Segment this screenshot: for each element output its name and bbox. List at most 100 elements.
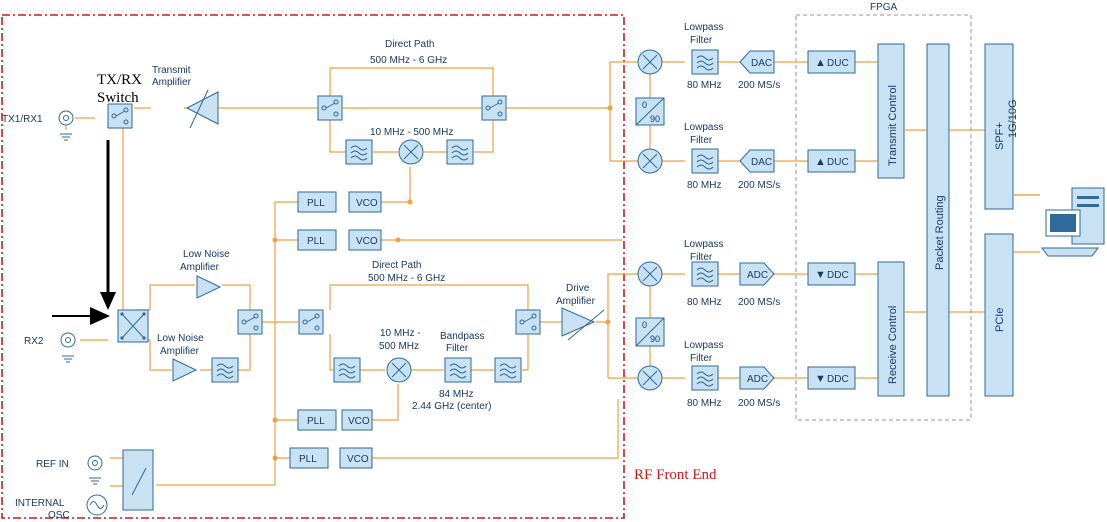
rx-i-mixer (637, 261, 663, 287)
vco-4-label: VCO (347, 454, 369, 465)
bandpass-label-1: Bandpass (440, 331, 484, 342)
pll-vco-group: PLL VCO PLL VCO PLL VCO PLL VCO (289, 191, 382, 469)
lna-bottom-label-2: Amplifier (160, 346, 200, 357)
svg-text:80 MHz: 80 MHz (687, 297, 721, 308)
rx-low-band-label-2: 500 MHz (379, 341, 419, 352)
rx-lowband-mixer (386, 357, 412, 383)
bandpass-bandwidth: 84 MHz (439, 389, 473, 400)
clock-select-switch (122, 449, 154, 511)
pll-3-label: PLL (307, 416, 325, 427)
tx-direct-path-range: 500 MHz - 6 GHz (370, 55, 447, 66)
svg-text:Filter: Filter (690, 252, 713, 263)
svg-text:DDC: DDC (827, 374, 849, 385)
transmit-amplifier-icon (185, 91, 219, 125)
svg-text:DUC: DUC (827, 58, 849, 69)
svg-text:0: 0 (642, 320, 647, 330)
rx-lna-filter (211, 357, 239, 383)
ref-in-port-icon (87, 455, 103, 485)
svg-text:80 MHz: 80 MHz (687, 80, 721, 91)
svg-text:DAC: DAC (751, 58, 772, 69)
svg-text:90: 90 (650, 334, 660, 344)
rf-front-end-frame (1, 14, 625, 519)
receive-control-label: Receive Control (887, 306, 899, 384)
lna-bottom-label-1: Low Noise (157, 333, 204, 344)
svg-text:90: 90 (650, 114, 660, 124)
rx-direct-path-range: 500 MHz - 6 GHz (368, 273, 445, 284)
rx2-port-icon (60, 332, 76, 363)
rx-path-switch-left (298, 309, 324, 335)
lna-bottom-icon (172, 358, 198, 382)
svg-text:▲: ▲ (815, 57, 826, 69)
drive-amplifier-label-2: Amplifier (556, 296, 596, 307)
tx-low-band-range: 10 MHz - 500 MHz (370, 127, 453, 138)
vco-3-label: VCO (348, 416, 370, 427)
vco-1-label: VCO (356, 198, 378, 209)
bandpass-center: 2.44 GHz (center) (412, 401, 491, 412)
bandpass-label-2: Filter (446, 343, 469, 354)
pll-2-label: PLL (307, 236, 325, 247)
receive-control-block (877, 261, 905, 397)
pcie-block (984, 233, 1014, 397)
sfp-label-1: SPF+ (994, 122, 1006, 150)
svg-text:▼: ▼ (815, 373, 826, 385)
tx-direct-path-title: Direct Path (385, 39, 434, 50)
fpga-frame (795, 14, 972, 421)
tx-lowband-mixer (398, 139, 424, 165)
svg-text:200 MS/s: 200 MS/s (738, 180, 780, 191)
svg-text:ADC: ADC (747, 270, 768, 281)
tx-rx-switch-label-1: TX/RX (97, 72, 142, 88)
svg-text:80 MHz: 80 MHz (687, 180, 721, 191)
svg-text:200 MS/s: 200 MS/s (738, 297, 780, 308)
svg-text:200 MS/s: 200 MS/s (738, 398, 780, 409)
computer-icon (1041, 187, 1105, 257)
sfp-label-2: 1G/10G (1007, 99, 1019, 138)
duc-i: ▲DUC (807, 50, 856, 74)
transmit-control-block (877, 43, 905, 179)
rx-lna-switch (237, 309, 263, 335)
vco-2-label: VCO (356, 236, 378, 247)
packet-routing-label: Packet Routing (934, 195, 946, 270)
tx-lowband-filter-left (345, 139, 373, 165)
tx-lowband-filter-right (446, 139, 474, 165)
ddc-i: ▼DDC (807, 262, 856, 286)
rx-crossover-switch (117, 309, 149, 343)
svg-text:Filter: Filter (690, 35, 713, 46)
rx-hybrid-coupler: 090 (635, 317, 665, 347)
annotation-arrows (52, 140, 116, 325)
internal-osc-label-1: INTERNAL (15, 498, 65, 509)
svg-text:▼: ▼ (815, 269, 826, 281)
svg-text:Lowpass: Lowpass (684, 340, 723, 351)
bandpass-filter (444, 357, 472, 383)
rx-q-mixer (637, 365, 663, 391)
tx-i-mixer (637, 49, 663, 75)
tx1-rx1-port-icon (58, 110, 74, 141)
ddc-q: ▼DDC (807, 366, 856, 390)
rx-path-switch-right (515, 309, 541, 335)
transmit-control-label: Transmit Control (887, 85, 899, 166)
internal-osc-label-2: OSC (48, 510, 70, 521)
sfp-block (984, 43, 1014, 210)
transmit-amplifier-label-2: Amplifier (152, 77, 192, 88)
svg-text:Lowpass: Lowpass (684, 239, 723, 250)
tx-rx-switch (107, 103, 133, 129)
rx-direct-path-title: Direct Path (372, 260, 421, 271)
svg-text:200 MS/s: 200 MS/s (738, 80, 780, 91)
pll-1-label: PLL (307, 198, 325, 209)
tx-path-switch-right (481, 95, 507, 121)
rx-lowband-filter-left (333, 357, 361, 383)
svg-text:Lowpass: Lowpass (684, 22, 723, 33)
rx-low-band-label-1: 10 MHz - (380, 328, 421, 339)
drive-amplifier-label-1: Drive (566, 283, 590, 294)
lna-top-icon (196, 275, 222, 299)
transmit-amplifier-label-1: Transmit (152, 65, 191, 76)
svg-text:DDC: DDC (827, 270, 849, 281)
svg-text:ADC: ADC (747, 374, 768, 385)
rx2-port-label: RX2 (24, 336, 44, 347)
rf-front-end-label: RF Front End (634, 467, 717, 483)
svg-text:Filter: Filter (690, 135, 713, 146)
fpga-label: FPGA (870, 2, 898, 13)
svg-text:0: 0 (642, 100, 647, 110)
lna-top-label-2: Amplifier (180, 262, 220, 273)
